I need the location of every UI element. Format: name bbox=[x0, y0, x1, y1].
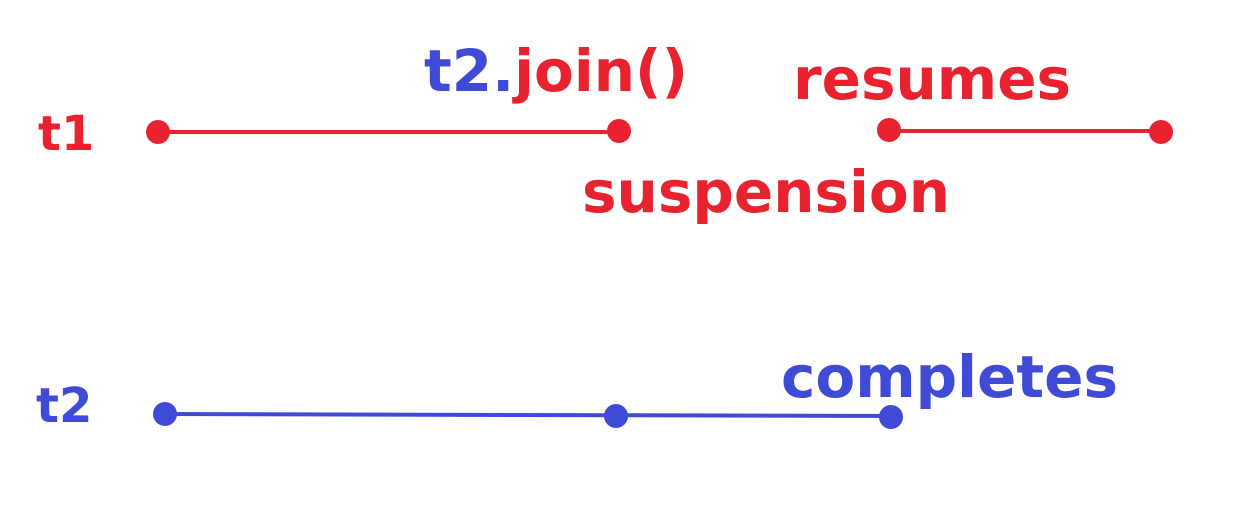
t2-start-point bbox=[153, 402, 177, 426]
t1-join-point bbox=[607, 119, 631, 143]
t2-complete-point bbox=[879, 405, 903, 429]
join-method-text: join() bbox=[514, 37, 689, 105]
t1-resume-point bbox=[877, 118, 901, 142]
resumes-annotation: resumes bbox=[793, 45, 1072, 113]
suspension-annotation: suspension bbox=[582, 158, 951, 226]
thread-t1-label: t1 bbox=[38, 106, 95, 162]
t1-end-point bbox=[1149, 120, 1173, 144]
join-target-text: t2. bbox=[424, 37, 515, 105]
t1-start-point bbox=[146, 120, 170, 144]
t2-mid-point bbox=[604, 404, 628, 428]
join-call-annotation: t2.join() bbox=[424, 42, 688, 100]
t2-running-segment bbox=[164, 412, 892, 418]
completes-annotation: completes bbox=[781, 343, 1118, 411]
thread-t2-label: t2 bbox=[36, 378, 93, 434]
